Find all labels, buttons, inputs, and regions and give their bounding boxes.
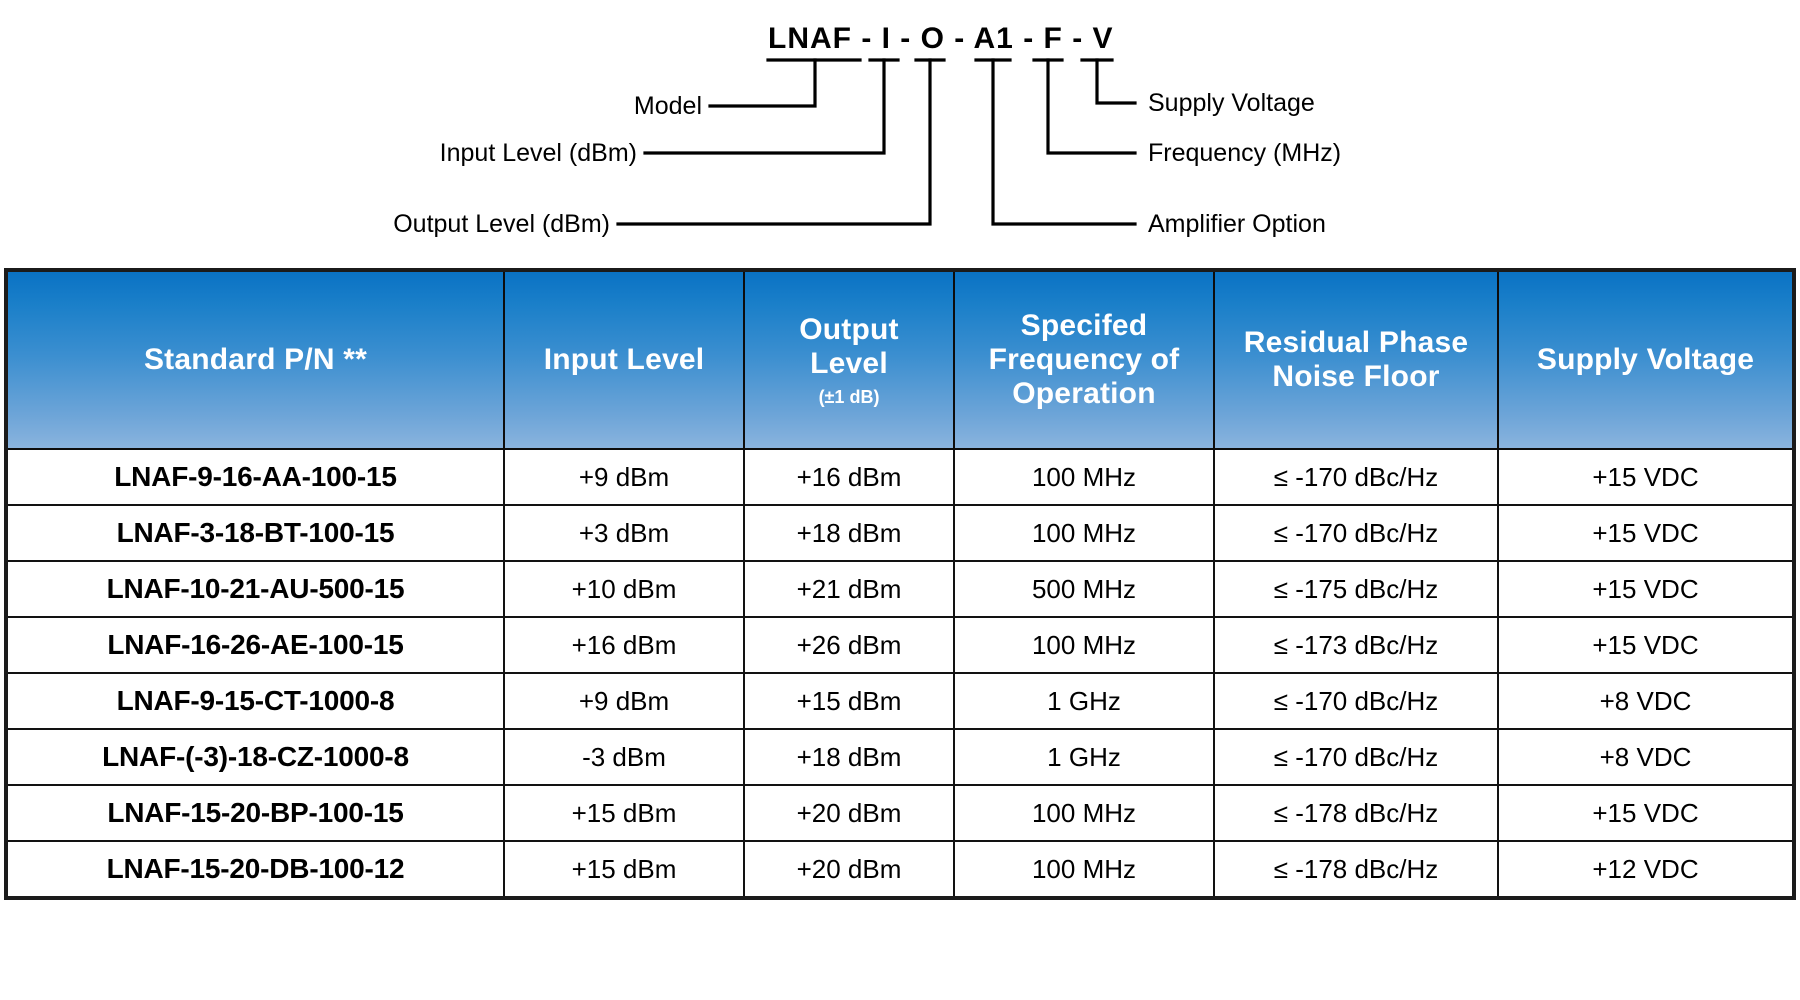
cell-part-number: LNAF-15-20-BP-100-15 (5, 784, 505, 842)
table-header-row: Standard P/N ** Input Level Output Level… (5, 269, 1795, 450)
specification-table-container: Standard P/N ** Input Level Output Level… (4, 268, 1796, 900)
cell-supply-voltage: +15 VDC (1497, 616, 1795, 674)
cell-frequency: 100 MHz (953, 504, 1215, 562)
table-row: LNAF-3-18-BT-100-15 +3 dBm +18 dBm 100 M… (5, 504, 1795, 562)
table-row: LNAF-16-26-AE-100-15 +16 dBm +26 dBm 100… (5, 616, 1795, 674)
column-header-input-level-label: Input Level (543, 342, 705, 376)
cell-part-number: LNAF-15-20-DB-100-12 (5, 840, 505, 899)
table-row: LNAF-15-20-BP-100-15 +15 dBm +20 dBm 100… (5, 784, 1795, 842)
diagram-label-output-level: Output Level (dBm) (393, 210, 610, 238)
column-header-standard-pn: Standard P/N ** (5, 269, 505, 450)
leader-output-line (616, 58, 932, 226)
column-header-supply-voltage-label: Supply Voltage (1536, 342, 1755, 376)
cell-noise-floor: ≤ -170 dBc/Hz (1213, 672, 1499, 730)
column-header-output-level: Output Level (±1 dB) (743, 269, 955, 450)
leader-model-line (708, 58, 817, 108)
table-row: LNAF-9-15-CT-1000-8 +9 dBm +15 dBm 1 GHz… (5, 672, 1795, 730)
column-header-noise-floor: Residual Phase Noise Floor (1213, 269, 1499, 450)
cell-part-number: LNAF-(-3)-18-CZ-1000-8 (5, 728, 505, 786)
cell-output-level: +21 dBm (743, 560, 955, 618)
column-header-noise-floor-label: Residual Phase Noise Floor (1243, 325, 1469, 393)
cell-input-level: +9 dBm (503, 448, 745, 506)
table-row: LNAF-15-20-DB-100-12 +15 dBm +20 dBm 100… (5, 840, 1795, 899)
cell-output-level: +16 dBm (743, 448, 955, 506)
cell-output-level: +18 dBm (743, 728, 955, 786)
cell-frequency: 500 MHz (953, 560, 1215, 618)
cell-part-number: LNAF-3-18-BT-100-15 (5, 504, 505, 562)
cell-noise-floor: ≤ -170 dBc/Hz (1213, 448, 1499, 506)
cell-noise-floor: ≤ -173 dBc/Hz (1213, 616, 1499, 674)
cell-input-level: -3 dBm (503, 728, 745, 786)
cell-frequency: 100 MHz (953, 616, 1215, 674)
cell-frequency: 1 GHz (953, 672, 1215, 730)
cell-input-level: +15 dBm (503, 840, 745, 899)
diagram-label-supply-voltage: Supply Voltage (1148, 89, 1315, 117)
table-row: LNAF-(-3)-18-CZ-1000-8 -3 dBm +18 dBm 1 … (5, 728, 1795, 786)
cell-noise-floor: ≤ -170 dBc/Hz (1213, 504, 1499, 562)
cell-noise-floor: ≤ -170 dBc/Hz (1213, 728, 1499, 786)
part-number-breakdown-diagram: LNAF - I - O - A1 - F - V Model Input Le… (0, 0, 1800, 265)
cell-input-level: +16 dBm (503, 616, 745, 674)
column-header-standard-pn-label: Standard P/N ** (143, 342, 368, 376)
leader-frequency-line (1046, 58, 1137, 155)
cell-supply-voltage: +15 VDC (1497, 504, 1795, 562)
cell-part-number: LNAF-10-21-AU-500-15 (5, 560, 505, 618)
cell-frequency: 100 MHz (953, 448, 1215, 506)
cell-supply-voltage: +15 VDC (1497, 560, 1795, 618)
cell-part-number: LNAF-9-16-AA-100-15 (5, 448, 505, 506)
cell-output-level: +20 dBm (743, 784, 955, 842)
cell-supply-voltage: +8 VDC (1497, 728, 1795, 786)
diagram-label-frequency: Frequency (MHz) (1148, 139, 1341, 167)
column-header-frequency: Specifed Frequency of Operation (953, 269, 1215, 450)
cell-part-number: LNAF-16-26-AE-100-15 (5, 616, 505, 674)
column-header-output-level-tolerance: (±1 dB) (818, 386, 880, 407)
cell-input-level: +15 dBm (503, 784, 745, 842)
cell-part-number: LNAF-9-15-CT-1000-8 (5, 672, 505, 730)
cell-output-level: +15 dBm (743, 672, 955, 730)
part-number-code: LNAF - I - O - A1 - F - V (768, 22, 1114, 55)
table-body: LNAF-9-16-AA-100-15 +9 dBm +16 dBm 100 M… (5, 448, 1795, 899)
diagram-label-model: Model (634, 92, 702, 120)
cell-supply-voltage: +8 VDC (1497, 672, 1795, 730)
table-header: Standard P/N ** Input Level Output Level… (5, 269, 1795, 450)
specification-table: Standard P/N ** Input Level Output Level… (4, 268, 1796, 900)
diagram-label-amplifier-option: Amplifier Option (1148, 210, 1326, 238)
column-header-supply-voltage: Supply Voltage (1497, 269, 1795, 450)
cell-supply-voltage: +12 VDC (1497, 840, 1795, 899)
cell-frequency: 100 MHz (953, 840, 1215, 899)
diagram-label-input-level: Input Level (dBm) (440, 139, 637, 167)
cell-supply-voltage: +15 VDC (1497, 448, 1795, 506)
cell-noise-floor: ≤ -178 dBc/Hz (1213, 784, 1499, 842)
cell-output-level: +26 dBm (743, 616, 955, 674)
column-header-input-level: Input Level (503, 269, 745, 450)
cell-input-level: +10 dBm (503, 560, 745, 618)
cell-frequency: 1 GHz (953, 728, 1215, 786)
leader-amplifier-line (991, 58, 1137, 226)
leader-input-line (643, 58, 886, 155)
cell-supply-voltage: +15 VDC (1497, 784, 1795, 842)
table-row: LNAF-10-21-AU-500-15 +10 dBm +21 dBm 500… (5, 560, 1795, 618)
cell-frequency: 100 MHz (953, 784, 1215, 842)
cell-noise-floor: ≤ -175 dBc/Hz (1213, 560, 1499, 618)
cell-input-level: +3 dBm (503, 504, 745, 562)
column-header-output-level-label: Output Level (799, 312, 899, 380)
cell-noise-floor: ≤ -178 dBc/Hz (1213, 840, 1499, 899)
cell-input-level: +9 dBm (503, 672, 745, 730)
column-header-frequency-label: Specifed Frequency of Operation (988, 308, 1180, 411)
leader-supply-line (1095, 58, 1137, 105)
table-row: LNAF-9-16-AA-100-15 +9 dBm +16 dBm 100 M… (5, 448, 1795, 506)
cell-output-level: +20 dBm (743, 840, 955, 899)
cell-output-level: +18 dBm (743, 504, 955, 562)
